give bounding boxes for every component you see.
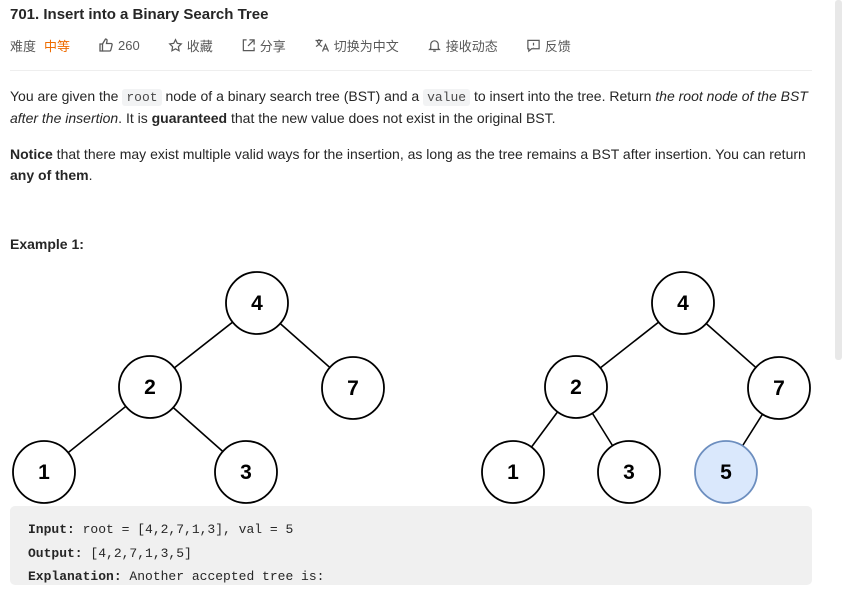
example-code-block: Input: root = [4,2,7,1,3], val = 5 Outpu…: [10, 506, 812, 585]
text: that the new value does not exist in the…: [227, 110, 556, 126]
input-label: Input:: [28, 522, 75, 537]
example-title: Example 1:: [10, 236, 84, 252]
tree-node: [597, 440, 661, 504]
tree-node-label: 4: [251, 292, 263, 315]
example-explanation-line: Explanation: Another accepted tree is:: [28, 565, 812, 589]
tree-node-label: 5: [720, 461, 732, 484]
strong-text: any of them: [10, 167, 89, 183]
favorite-button[interactable]: 收藏: [168, 36, 213, 55]
problem-title: 701. Insert into a Binary Search Tree: [10, 6, 269, 23]
share-label: 分享: [259, 38, 286, 54]
feedback-icon: [527, 39, 540, 52]
tree-node-label: 7: [347, 377, 359, 400]
like-count: 260: [118, 37, 140, 53]
difficulty-label: 难度: [10, 38, 37, 54]
thumbs-up-icon: [99, 38, 113, 52]
tree-node: [321, 356, 385, 420]
inline-code-value: value: [423, 89, 471, 106]
problem-meta-bar: 难度 中等 260 收藏 分享 切换为中文 接收动态: [10, 35, 599, 55]
tree-node-label: 1: [507, 461, 519, 484]
tree-node-label: 7: [773, 377, 785, 400]
text: node of a binary search tree (BST) and a: [161, 88, 424, 104]
feedback-button[interactable]: 反馈: [526, 36, 571, 55]
input-value: root = [4,2,7,1,3], val = 5: [74, 522, 294, 537]
text: that there may exist multiple valid ways…: [52, 146, 806, 162]
strong-text: Notice: [10, 146, 53, 162]
bell-icon: [428, 39, 441, 52]
tree-node: [118, 355, 182, 419]
text: You are given the: [10, 88, 123, 104]
tree-node: [12, 440, 76, 504]
explanation-label: Explanation:: [28, 569, 122, 584]
feedback-label: 反馈: [544, 38, 571, 54]
star-icon: [168, 37, 183, 52]
translate-icon: [315, 39, 329, 52]
tree-node-label: 2: [570, 376, 582, 399]
description-paragraph-2: Notice that there may exist multiple val…: [10, 144, 810, 186]
tree-node: [481, 440, 545, 504]
output-value: [4,2,7,1,3,5]: [82, 545, 192, 561]
vertical-scrollbar[interactable]: [835, 0, 842, 360]
tree-node-label: 4: [677, 292, 689, 315]
strong-text: guaranteed: [151, 110, 228, 126]
tree-node-label: 3: [623, 461, 635, 484]
share-button[interactable]: 分享: [241, 36, 286, 55]
tree-node: [651, 271, 715, 335]
emphasis-text: the root node of the BST after the inser…: [10, 88, 808, 126]
translate-button[interactable]: 切换为中文: [314, 36, 399, 55]
share-icon: [242, 38, 255, 51]
translate-label: 切换为中文: [333, 38, 399, 54]
text: .: [88, 167, 93, 183]
tree-node-label: 1: [38, 461, 50, 484]
text: to insert into the tree. Return: [470, 88, 656, 104]
description-paragraph-1: You are given the root node of a binary …: [10, 86, 810, 129]
header-divider: [10, 70, 812, 71]
tree-node-highlighted: [694, 440, 758, 504]
subscribe-label: 接收动态: [445, 38, 498, 54]
example-tree-diagram: 4 2 7 1 3 4 2 7 1 3 5: [12, 271, 811, 504]
like-button[interactable]: 260: [98, 37, 140, 53]
tree-node: [544, 355, 608, 419]
example-output-line: Output: [4,2,7,1,3,5]: [28, 542, 812, 566]
difficulty-value: 中等: [44, 38, 71, 54]
problem-description: You are given the root node of a binary …: [10, 86, 810, 201]
tree-node-label: 2: [144, 376, 156, 399]
tree-node-label: 3: [240, 461, 252, 484]
tree-node: [214, 440, 278, 504]
favorite-label: 收藏: [186, 38, 213, 54]
subscribe-button[interactable]: 接收动态: [427, 36, 498, 55]
example-input-line: Input: root = [4,2,7,1,3], val = 5: [28, 518, 812, 542]
tree-node: [225, 271, 289, 335]
text: . It is: [118, 110, 152, 126]
inline-code-root: root: [122, 89, 162, 106]
output-label: Output:: [28, 545, 83, 561]
tree-node: [747, 356, 811, 420]
explanation-value: Another accepted tree is:: [121, 569, 325, 584]
